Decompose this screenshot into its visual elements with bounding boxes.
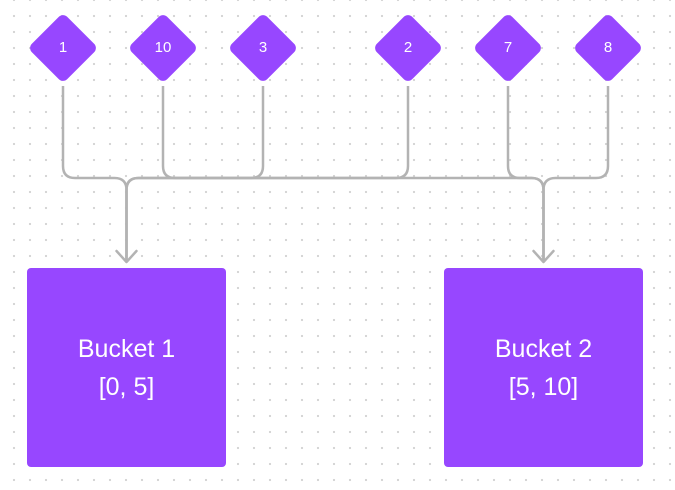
value-node-8[interactable]: 8 (570, 10, 646, 86)
connector-10-to-b2 (161, 86, 545, 262)
value-node-label: 10 (154, 39, 172, 56)
value-node-label: 1 (58, 39, 68, 56)
connector-3-to-b1 (125, 86, 265, 262)
connector-2-to-b1 (125, 86, 410, 262)
arrowhead-bucket-2 (532, 249, 555, 264)
bucket-range: [0, 5] (98, 372, 155, 401)
value-node-label: 3 (258, 39, 268, 56)
value-node-label: 7 (503, 39, 513, 56)
value-node-label: 8 (603, 39, 613, 56)
connector-7-to-b2 (506, 86, 545, 262)
value-node-3[interactable]: 3 (225, 10, 301, 86)
bucket-title: Bucket 1 (77, 334, 176, 363)
connector-1-to-b1 (61, 86, 128, 262)
bucket-1-box[interactable]: Bucket 1 [0, 5] (27, 268, 226, 467)
connector-8-to-b2 (542, 86, 610, 262)
bucket-range: [5, 10] (508, 372, 579, 401)
value-node-7[interactable]: 7 (470, 10, 546, 86)
value-node-label: 2 (403, 39, 413, 56)
value-node-2[interactable]: 2 (370, 10, 446, 86)
bucket-title: Bucket 2 (494, 334, 593, 363)
value-node-1[interactable]: 1 (25, 10, 101, 86)
arrowhead-bucket-1 (115, 249, 138, 264)
value-node-10[interactable]: 10 (125, 10, 201, 86)
bucket-2-box[interactable]: Bucket 2 [5, 10] (444, 268, 643, 467)
